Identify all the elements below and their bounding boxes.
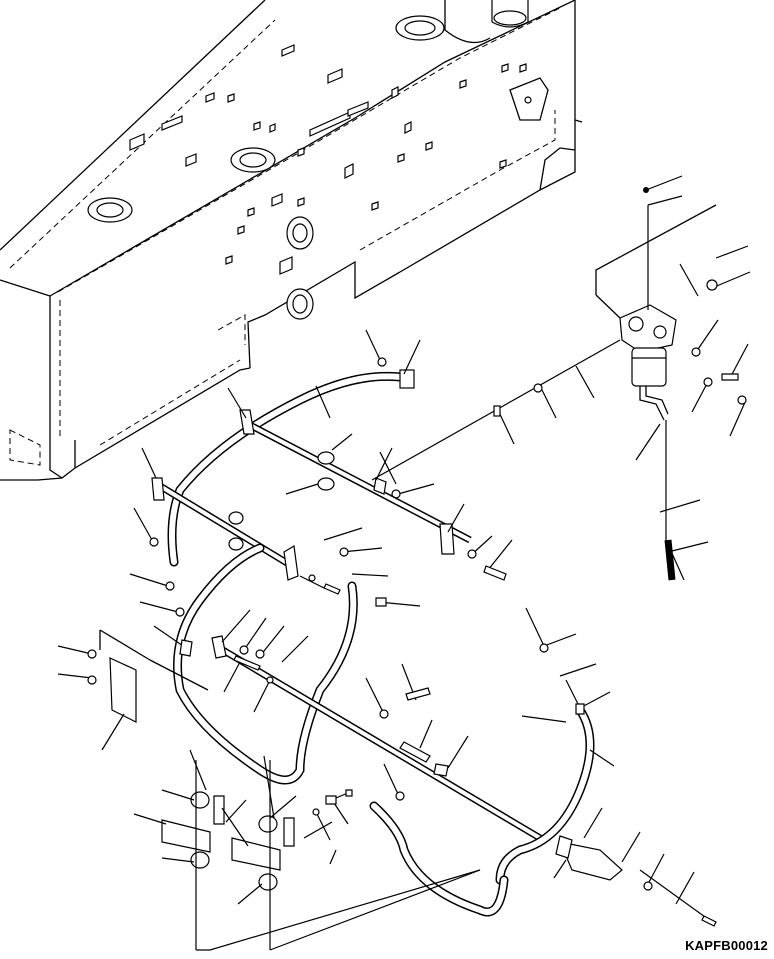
hose-right [495, 607, 615, 885]
clamps-lower-left [133, 749, 481, 951]
fuel-line-main [371, 339, 621, 499]
crossbar-middle [211, 609, 542, 842]
bracket-left [57, 629, 209, 751]
fittings-mid-right [365, 663, 469, 777]
crossbar-left [133, 447, 341, 595]
hose-bottom [369, 763, 509, 917]
filter-leaders [635, 175, 751, 581]
tank-ports [87, 0, 529, 320]
clamps-mid [285, 385, 393, 495]
hose-loop-left [129, 543, 358, 785]
return-hose-upper [167, 329, 421, 567]
connector-lower-right [553, 807, 717, 927]
tank-bosses [129, 44, 549, 275]
fuel-filter [595, 204, 717, 421]
fittings-center [323, 527, 421, 607]
crossbar-upper [227, 387, 513, 581]
drawing-code: KAPFB00012 [685, 938, 768, 953]
